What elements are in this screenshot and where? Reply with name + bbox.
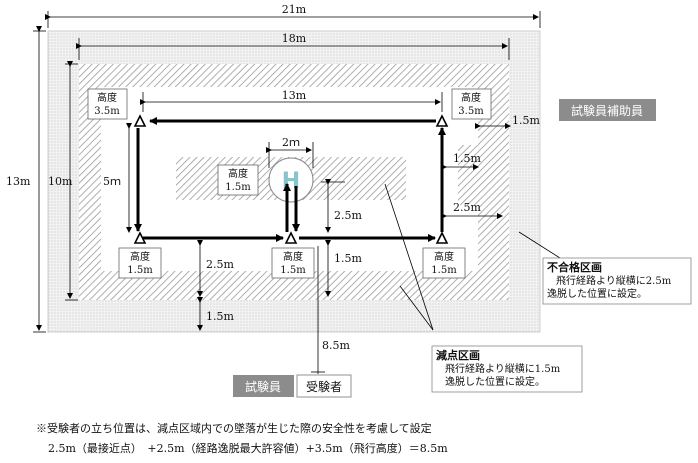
altitude-bottom-center-value: 1.5m — [280, 265, 306, 276]
altitude-bottom-left-value: 1.5m — [127, 265, 153, 276]
footnote-line-2: 2.5m（最接近点） +2.5m（経路逸脱最大許容値）+3.5m（飛行高度）＝8… — [48, 442, 448, 455]
assistant-label: 試験員補助員 — [571, 103, 643, 118]
altitude-top-right-value: 3.5m — [458, 106, 484, 117]
waypoint-markers — [133, 114, 449, 244]
waypoint-bottom-right — [435, 231, 449, 244]
dim-bottom-center-15: 1.5m — [334, 252, 362, 265]
deduction-zone-line1: 飛行経路より縦横に1.5m — [445, 362, 561, 375]
altitude-center-value: 1.5m — [225, 182, 251, 193]
deduction-zone-title: 減点区画 — [436, 348, 480, 362]
altitude-top-left-value: 3.5m — [94, 106, 120, 117]
fail-zone-callout — [542, 257, 692, 305]
altitude-bottom-left-label: 高度 — [130, 250, 150, 263]
fail-zone-title: 不合格区画 — [547, 260, 602, 274]
deduction-zone-line2: 逸脱した位置に設定。 — [445, 375, 545, 388]
deduction-zone-callout — [431, 345, 583, 393]
altitude-top-right-label: 高度 — [461, 91, 481, 104]
right-notch-hatch — [458, 145, 478, 205]
altitude-center-label: 高度 — [228, 167, 248, 180]
waypoint-top-left — [133, 114, 147, 127]
dim-inner-height: 10m — [48, 175, 73, 188]
waypoint-bottom-center — [284, 231, 298, 244]
dim-outer-width: 21m — [282, 3, 307, 16]
dim-center-drop: 2.5m — [334, 209, 362, 222]
altitude-bottom-right-label: 高度 — [434, 250, 454, 263]
dim-outer-height: 13m — [6, 175, 31, 188]
dim-flight-width: 13m — [282, 89, 307, 102]
dim-right-margin-low: 2.5m — [453, 201, 481, 214]
fail-zone-line2: 逸脱した位置に設定。 — [547, 287, 647, 300]
examinee-label: 受験者 — [306, 379, 342, 394]
examinee-label-box — [296, 374, 352, 398]
altitude-bottom-center-label: 高度 — [283, 250, 303, 263]
assistant-label-box — [559, 99, 656, 121]
dim-bottom-left-15: 1.5m — [206, 310, 234, 323]
altitude-boxes — [87, 88, 492, 279]
dim-right-margin-top: 1.5m — [512, 114, 540, 127]
altitude-top-left-label: 高度 — [97, 91, 117, 104]
footnote-line-1: ※受験者の立ち位置は、減点区域内での墜落が生じた際の安全性を考慮して設定 — [36, 422, 432, 435]
waypoint-bottom-left — [133, 231, 147, 244]
dim-right-margin-mid: 1.5m — [453, 152, 481, 165]
dim-bottom-left-25: 2.5m — [206, 258, 234, 271]
dim-examinee-distance: 8.5m — [322, 339, 350, 352]
dimension-lines — [33, 11, 561, 374]
dim-flight-height: 5ｍ — [103, 175, 121, 188]
altitude-bottom-right-value: 1.5m — [431, 265, 457, 276]
waypoint-top-right — [435, 114, 449, 127]
helipad-circle — [268, 157, 314, 203]
flight-path — [134, 117, 446, 242]
dim-inner-width: 18m — [282, 32, 307, 45]
examiner-label: 試験員 — [245, 379, 281, 394]
examiner-label-box — [233, 375, 294, 397]
dim-helipad-width: 2ｍ — [282, 136, 300, 149]
fail-zone-line1: 飛行経路より縦横に2.5m — [556, 274, 672, 287]
